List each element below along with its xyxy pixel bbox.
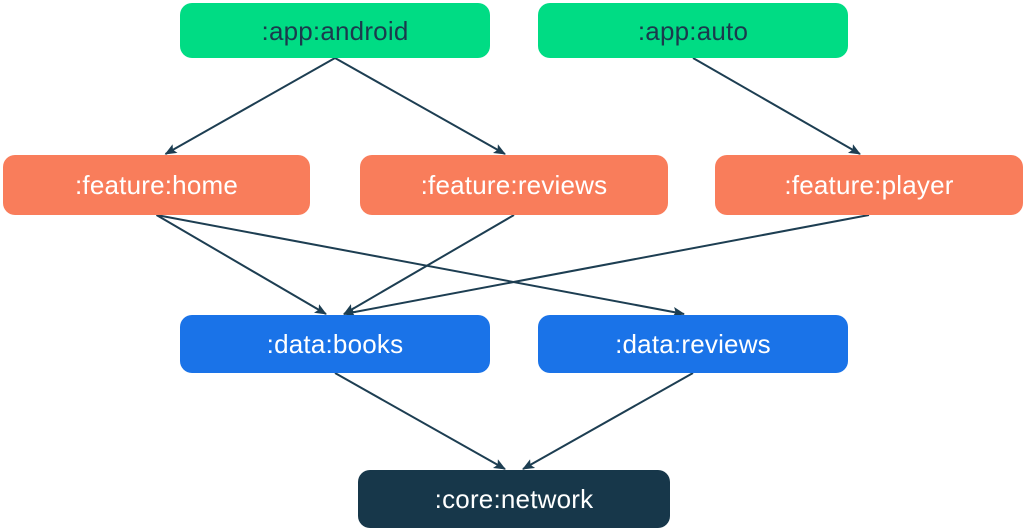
node-data-books: :data:books (180, 315, 490, 373)
edge-data-books-to-core-network (334, 372, 506, 470)
node-label: :app:android (261, 15, 409, 46)
edge-feature-home-to-data-reviews (156, 214, 685, 317)
node-label: :app:auto (637, 15, 749, 46)
edge-app-android-to-feature-reviews (334, 57, 506, 155)
edge-app-android-to-feature-home (164, 57, 336, 155)
node-feature-home: :feature:home (3, 155, 310, 215)
node-label: :data:books (266, 329, 404, 359)
node-core-network: :core:network (358, 470, 670, 528)
node-feature-player: :feature:player (715, 155, 1023, 215)
node-label: :feature:player (784, 170, 954, 200)
node-label: :feature:home (74, 170, 239, 200)
node-label: :core:network (434, 484, 594, 514)
edge-feature-home-to-data-books (155, 214, 327, 315)
node-app-auto: :app:auto (538, 3, 848, 58)
node-feature-reviews: :feature:reviews (360, 155, 668, 215)
node-label: :data:reviews (615, 329, 771, 359)
edge-app-auto-to-feature-player (692, 57, 861, 155)
node-data-reviews: :data:reviews (538, 315, 848, 373)
edge-data-reviews-to-core-network (522, 372, 694, 470)
node-label: :feature:reviews (420, 170, 608, 200)
edge-feature-player-to-data-books (343, 214, 870, 317)
node-app-android: :app:android (180, 3, 490, 58)
edge-feature-reviews-to-data-books (343, 214, 515, 315)
